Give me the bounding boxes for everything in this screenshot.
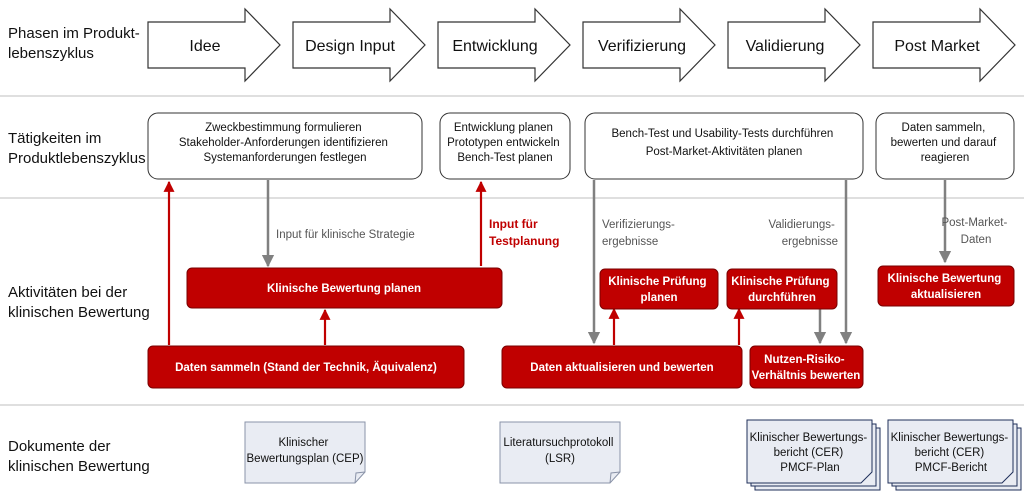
- label-postmarket-data: Post-Market- Daten: [941, 217, 1010, 246]
- row-label-documents: Dokumente der klinischen Bewertung: [8, 438, 150, 475]
- activity-boxes: Zweckbestimmung formulieren Stakeholder-…: [147, 112, 1015, 180]
- phase-arrow-verifizierung: Verifizierung: [582, 7, 716, 83]
- activity-text: Daten sammeln, bewerten und darauf reagi…: [891, 122, 1000, 164]
- clinical-text: Klinische Prüfung planen: [608, 276, 710, 304]
- phase-label: Entwicklung: [452, 38, 537, 55]
- phase-label: Post Market: [894, 38, 980, 55]
- clinical-box-trial-exec: Klinische Prüfung durchführen: [726, 268, 838, 310]
- document-lsr: Literatursuchprotokoll (LSR): [499, 421, 621, 484]
- phase-arrow-idee: Idee: [147, 7, 281, 83]
- phase-arrows: Idee Design Input Entwicklung Verifizier…: [147, 7, 1016, 83]
- row-label-phases: Phasen im Produkt- lebenszyklus: [8, 25, 144, 62]
- row-label-clinical: Aktivitäten bei der klinischen Bewertung: [8, 284, 150, 321]
- clinical-box-update-data: Daten aktualisieren und bewerten: [501, 345, 743, 389]
- document-cer-pmcf-plan: Klinischer Bewertungs- bericht (CER) PMC…: [746, 419, 881, 491]
- clinical-text: Daten aktualisieren und bewerten: [530, 362, 713, 374]
- clinical-text: Klinische Bewertung planen: [267, 283, 421, 295]
- arrow-labels: Input für klinische Strategie Input für …: [276, 217, 1010, 248]
- clinical-box-trial-plan: Klinische Prüfung planen: [599, 268, 719, 310]
- label-input-strategy: Input für klinische Strategie: [276, 229, 415, 241]
- clinical-box-collect-data: Daten sammeln (Stand der Technik, Äquiva…: [147, 345, 465, 389]
- phase-arrow-design-input: Design Input: [292, 7, 426, 83]
- document-cer-pmcf-report: Klinischer Bewertungs- bericht (CER) PMC…: [887, 419, 1022, 491]
- activity-box-post-market: Daten sammeln, bewerten und darauf reagi…: [875, 112, 1015, 180]
- documents: Klinischer Bewertungsplan (CEP) Literatu…: [244, 419, 1022, 491]
- document-text: Klinischer Bewertungsplan (CEP): [247, 437, 364, 465]
- phase-label: Idee: [189, 38, 220, 55]
- phase-arrow-validierung: Validierung: [727, 7, 861, 83]
- row-labels: Phasen im Produkt- lebenszyklus Tätigkei…: [8, 25, 150, 475]
- phase-label: Verifizierung: [598, 38, 686, 55]
- label-input-test-planning: Input für Testplanung: [489, 217, 559, 248]
- document-text: Literatursuchprotokoll (LSR): [503, 437, 616, 465]
- phase-arrow-post-market: Post Market: [872, 7, 1016, 83]
- clinical-text: Nutzen-Risiko- Verhältnis bewerten: [752, 354, 861, 382]
- activity-box-entwicklung: Entwicklung planen Prototypen entwickeln…: [439, 112, 571, 180]
- clinical-text: Klinische Prüfung durchführen: [731, 276, 833, 304]
- connector-arrows: [163, 180, 952, 345]
- document-text: Klinischer Bewertungs- bericht (CER) PMC…: [891, 432, 1012, 474]
- document-text: Klinischer Bewertungs- bericht (CER) PMC…: [750, 432, 871, 474]
- clinical-box-plan: Klinische Bewertung planen: [186, 267, 503, 309]
- phase-arrow-entwicklung: Entwicklung: [437, 7, 571, 83]
- clinical-box-benefit-risk: Nutzen-Risiko- Verhältnis bewerten: [749, 345, 864, 389]
- clinical-text: Daten sammeln (Stand der Technik, Äquiva…: [175, 361, 437, 374]
- activity-text: Bench-Test und Usability-Tests durchführ…: [611, 128, 836, 158]
- phase-label: Validierung: [746, 38, 825, 55]
- activity-text: Zweckbestimmung formulieren Stakeholder-…: [179, 122, 391, 164]
- label-validation-results: Validierungs- ergebnisse: [769, 219, 838, 248]
- label-verification-results: Verifizierungs- ergebnisse: [602, 219, 678, 248]
- phase-label: Design Input: [305, 38, 395, 55]
- activity-box-idee-design: Zweckbestimmung formulieren Stakeholder-…: [147, 112, 423, 180]
- document-cep: Klinischer Bewertungsplan (CEP): [244, 421, 366, 484]
- activity-box-verification-validation: Bench-Test und Usability-Tests durchführ…: [584, 112, 864, 180]
- clinical-boxes: Klinische Bewertung planen Daten sammeln…: [147, 265, 1015, 389]
- clinical-text: Klinische Bewertung aktualisieren: [888, 273, 1005, 301]
- activity-text: Entwicklung planen Prototypen entwickeln…: [447, 122, 563, 164]
- clinical-box-update-evaluation: Klinische Bewertung aktualisieren: [877, 265, 1015, 307]
- row-label-activities: Tätigkeiten im Produktlebenszyklus: [8, 130, 146, 167]
